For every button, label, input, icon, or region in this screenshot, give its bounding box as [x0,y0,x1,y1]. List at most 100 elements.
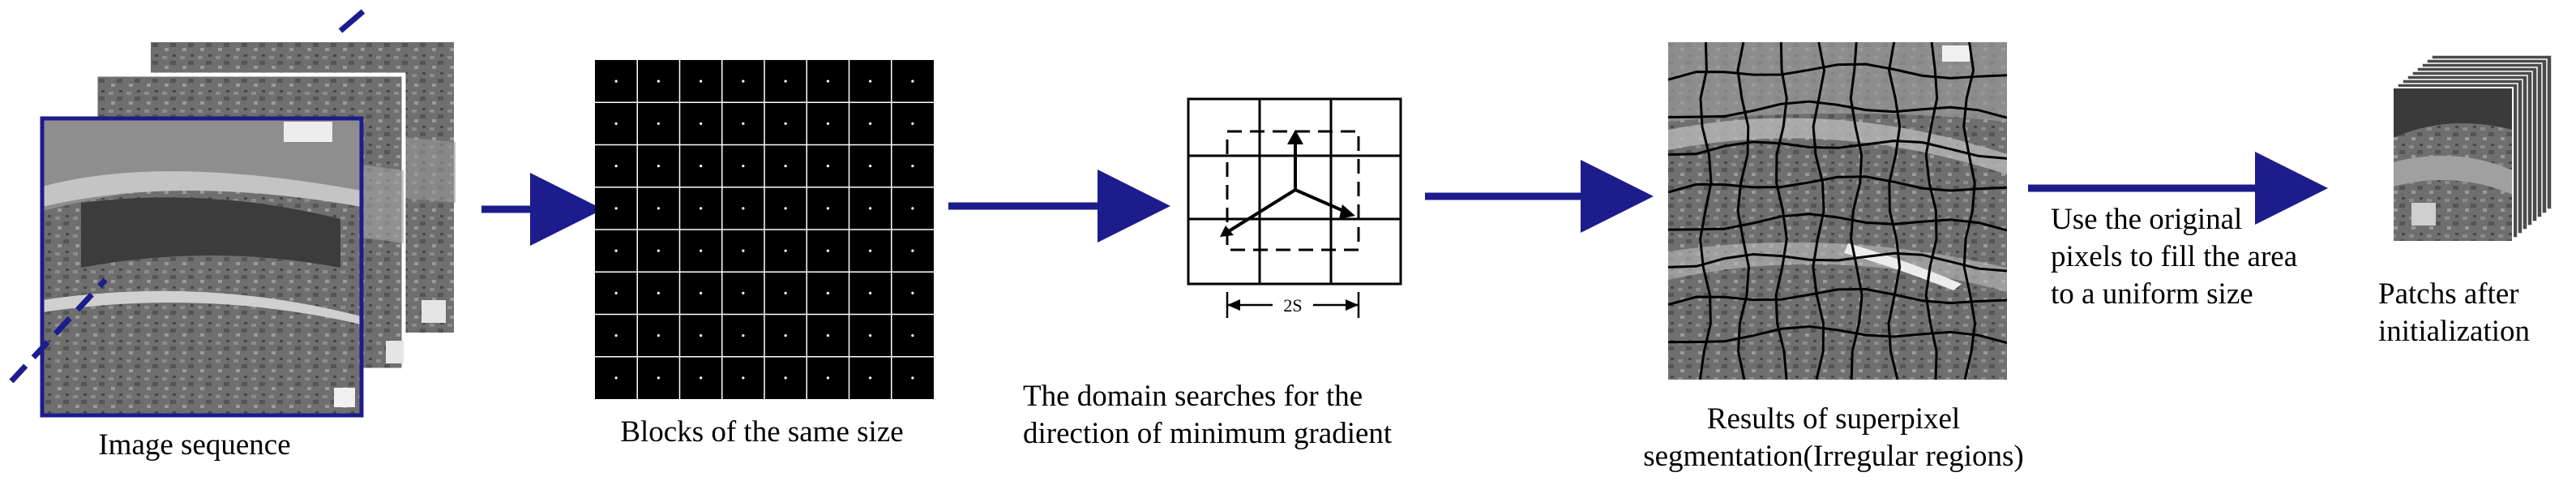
sequence-dashed-diagonal-lower [9,277,108,384]
label-image-sequence: Image sequence [98,428,291,462]
grid-center-dot [784,376,787,380]
superpixel-boundary-vertical [1924,42,1939,380]
grid-center-dot [784,122,787,125]
superpixel-boundary-horizontal [1668,100,2007,119]
superpixel-segmentation [1668,42,2007,380]
label-fill: Use the original pixels to fill the area… [2051,201,2391,313]
label-domain-search: The domain searches for the direction of… [1023,378,1525,453]
grid-center-dot [700,165,703,168]
grid-center-dot [911,122,914,125]
sequence-dashed-diagonal-upper [338,9,366,33]
grid-center-dot [784,79,787,83]
grid-center-dot [700,249,703,252]
grid-center-dot [657,376,660,380]
superpixel-boundary-horizontal [1668,175,2007,194]
grid-center-dot [742,165,745,168]
grid-center-dot [826,291,829,294]
grid-center-dot [657,334,660,337]
domain-search-schematic [1187,97,1402,318]
grid-center-dot [742,79,745,83]
superpixel-boundary-horizontal [1668,251,2007,273]
grid-center-dot [826,207,829,210]
grid-center-dot [614,249,618,252]
grid-center-dot [911,334,914,337]
grid-center-dot [826,376,829,380]
label-fill-line-2: pixels to fill the area [2051,240,2298,273]
grid-center-dot [784,207,787,210]
grid-center-dot [614,291,618,294]
label-superpixel-line-1: Results of superpixel [1706,402,1961,436]
grid-center-dot [657,207,660,210]
grid-center-dot [657,165,660,168]
grid-center-dot [614,376,618,380]
superpixel-boundary-vertical [1774,42,1788,380]
grid-center-dot [700,334,703,337]
superpixel-boundary-vertical [1962,42,1977,380]
grid-center-dot [700,79,703,83]
superpixel-boundary-horizontal [1668,62,2007,81]
block-grid [595,60,934,399]
image-frame-front [40,116,364,418]
grid-center-dot [614,334,618,337]
grid-center-dot [911,165,914,168]
grid-center-dot [742,249,745,252]
grid-center-dot [911,79,914,83]
label-patches-line-2: initialization [2378,315,2531,348]
superpixel-boundary-vertical [1849,42,1864,380]
grid-center-dot [614,165,618,168]
grid-center-dot [742,334,745,337]
grid-center-dot [826,122,829,125]
grid-center-dot [784,249,787,252]
label-domain-search-line-2: direction of minimum gradient [1023,417,1393,450]
grid-center-dot [700,376,703,380]
grid-center-dot [700,291,703,294]
superpixel-boundary-horizontal [1668,324,2007,345]
grid-center-dot [911,249,914,252]
superpixel-boundary-horizontal [1668,287,2007,307]
grid-center-dot [869,249,872,252]
label-patches-line-1: Patchs after [2378,277,2519,311]
grid-center-dot [700,122,703,125]
grid-center-dot [700,207,703,210]
grid-center-dot [742,122,745,125]
superpixel-boundary-horizontal [1668,213,2007,232]
label-superpixel: Results of superpixel segmentation(Irreg… [1590,401,2077,475]
grid-center-dot [911,207,914,210]
label-fill-line-1: Use the original [2051,203,2243,236]
grid-center-dot [784,165,787,168]
grid-center-dot [869,165,872,168]
grid-center-dot [826,249,829,252]
grid-center-dot [657,79,660,83]
grid-center-dot [614,122,618,125]
grid-center-dot [869,376,872,380]
grid-center-dot [742,376,745,380]
span-label: 2S [1283,295,1302,316]
grid-center-dot [657,291,660,294]
superpixel-boundary-vertical [1812,42,1826,380]
grid-center-dot [869,207,872,210]
grid-center-dot [911,376,914,380]
label-blocks: Blocks of the same size [620,415,904,449]
grid-center-dot [826,165,829,168]
grid-center-dot [869,122,872,125]
grid-center-dot [869,334,872,337]
superpixel-boundary-vertical [1736,42,1751,380]
grid-center-dot [742,207,745,210]
label-superpixel-line-2: segmentation(Irregular regions) [1643,440,2024,473]
superpixel-boundary-horizontal [1668,140,2007,160]
superpixel-boundary-vertical [1887,42,1902,380]
grid-center-dot [657,122,660,125]
grid-center-dot [911,291,914,294]
grid-center-dot [869,291,872,294]
output-patches [2392,54,2552,243]
label-domain-search-line-1: The domain searches for the [1023,380,1363,413]
grid-center-dot [742,291,745,294]
label-fill-line-3: to a uniform size [2051,277,2253,311]
superpixel-boundary-vertical [1698,42,1713,380]
grid-center-dot [614,79,618,83]
image-sequence-stack [9,9,457,418]
grid-center-dot [869,79,872,83]
grid-center-dot [657,249,660,252]
grid-center-dot [826,334,829,337]
